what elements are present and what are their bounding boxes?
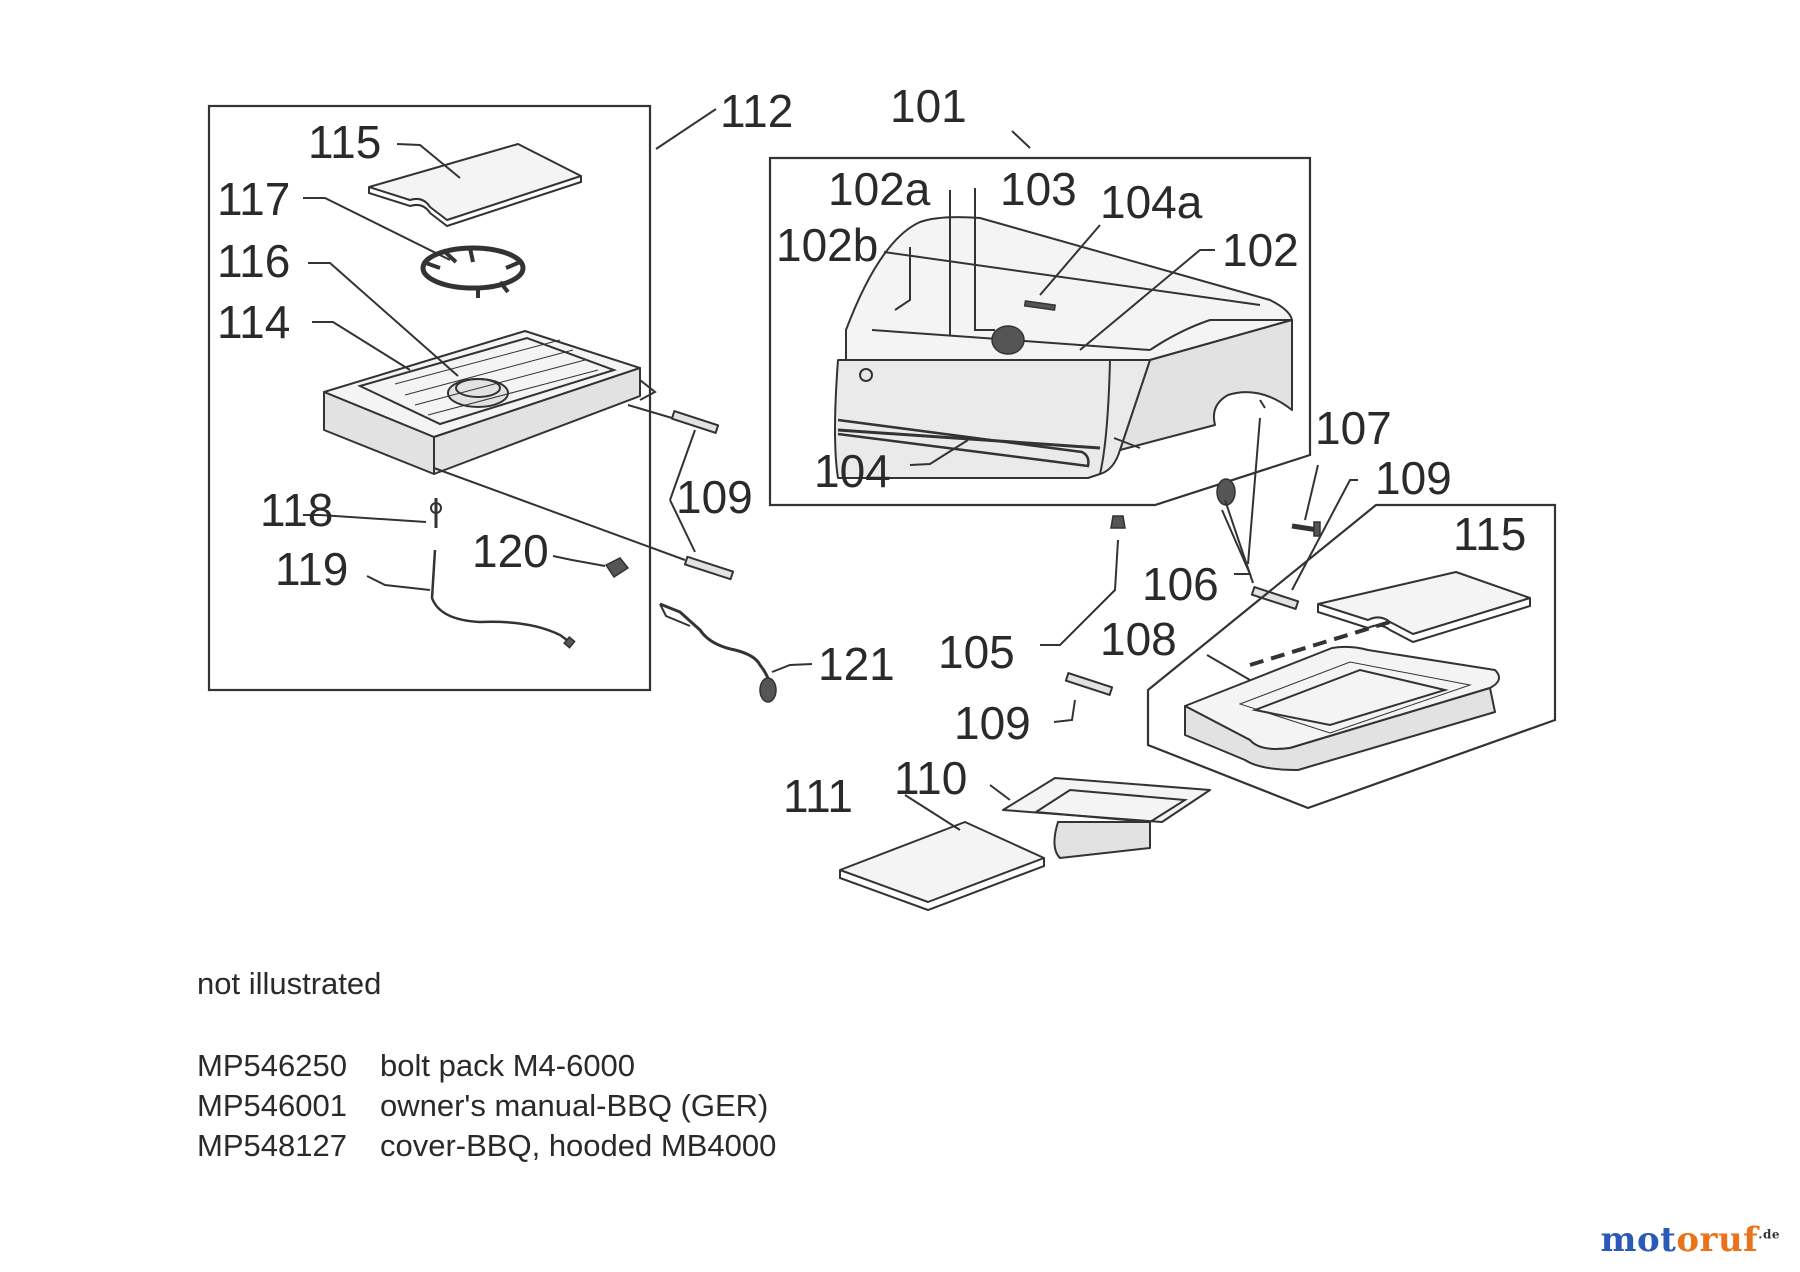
group-box-101	[768, 156, 1312, 507]
callout-114: 114	[217, 296, 290, 348]
brand-logo: motoruf.de	[1601, 1220, 1781, 1260]
part-114-burner-tray	[323, 330, 657, 475]
part-105-foot	[1110, 515, 1126, 529]
part-109-rod-right	[1250, 586, 1300, 610]
part-110-drip-tray	[1002, 777, 1211, 859]
callout-109-left: 109	[676, 471, 753, 523]
hood-assembly-group	[768, 156, 1312, 507]
callout-121: 121	[818, 638, 895, 690]
list-item: MP546250 bolt pack M4-6000	[197, 1046, 776, 1086]
callout-labels: 112 101 115 117 116 114 102a 103 104a 10…	[217, 80, 1526, 822]
part-description: owner's manual-BBQ (GER)	[380, 1088, 769, 1123]
part-117-trivet	[420, 245, 526, 298]
part-code: MP546250	[197, 1048, 347, 1083]
burner-assembly-group	[207, 104, 657, 692]
callout-104a: 104a	[1100, 176, 1203, 228]
callout-108: 108	[1100, 613, 1177, 665]
callout-115-left: 115	[308, 116, 381, 168]
callout-118: 118	[260, 484, 333, 536]
part-104-handle	[837, 418, 1090, 468]
list-item: MP546001 owner's manual-BBQ (GER)	[197, 1086, 776, 1126]
part-code: MP546001	[197, 1088, 347, 1123]
callout-119: 119	[275, 543, 348, 595]
group-box-108	[1146, 503, 1557, 810]
part-104a-badge	[1023, 300, 1056, 311]
callout-104: 104	[814, 445, 891, 497]
part-109-rod-lower	[683, 555, 735, 581]
callout-110: 110	[894, 752, 967, 804]
callout-102b: 102b	[776, 219, 878, 271]
part-103-thermometer	[991, 325, 1025, 355]
part-description: cover-BBQ, hooded MB4000	[380, 1128, 777, 1163]
callout-117: 117	[217, 173, 290, 225]
callout-105: 105	[938, 626, 1015, 678]
callout-112: 112	[720, 85, 793, 137]
not-illustrated-list: MP546250 bolt pack M4-6000 MP546001 owner'…	[197, 1046, 776, 1166]
callout-111: 111	[783, 770, 853, 822]
part-102-hood	[845, 216, 1293, 361]
leader-lines	[303, 108, 1358, 831]
part-121-gas-hose	[659, 602, 772, 686]
callout-109-right: 109	[1375, 452, 1452, 504]
brand-part-1: mot	[1600, 1220, 1677, 1260]
not-illustrated-heading: not illustrated	[197, 966, 382, 1001]
part-115-right-plate	[1317, 571, 1531, 635]
part-115-left-plate	[368, 143, 582, 221]
part-107-bolt	[1291, 521, 1321, 537]
callout-101: 101	[890, 80, 967, 132]
brand-part-2: oruf	[1676, 1220, 1759, 1260]
callout-103: 103	[1000, 163, 1077, 215]
part-109-rod-bottom	[1064, 672, 1114, 696]
group-box-112	[207, 104, 652, 692]
part-description: bolt pack M4-6000	[380, 1048, 636, 1083]
callout-120: 120	[472, 525, 549, 577]
brand-tld: .de	[1758, 1227, 1780, 1242]
callout-115-right: 115	[1453, 508, 1526, 560]
part-120-valve	[604, 557, 630, 579]
callout-107: 107	[1315, 402, 1392, 454]
callout-109-bottom: 109	[954, 697, 1031, 749]
callout-102a: 102a	[828, 163, 931, 215]
part-109-rod-upper	[670, 410, 720, 434]
callout-106: 106	[1142, 558, 1219, 610]
list-item: MP548127 cover-BBQ, hooded MB4000	[197, 1126, 776, 1166]
callout-116: 116	[217, 235, 290, 287]
callout-102: 102	[1222, 224, 1299, 276]
base-group	[1146, 503, 1557, 810]
part-118-electrode	[430, 498, 442, 528]
part-code: MP548127	[197, 1128, 347, 1163]
